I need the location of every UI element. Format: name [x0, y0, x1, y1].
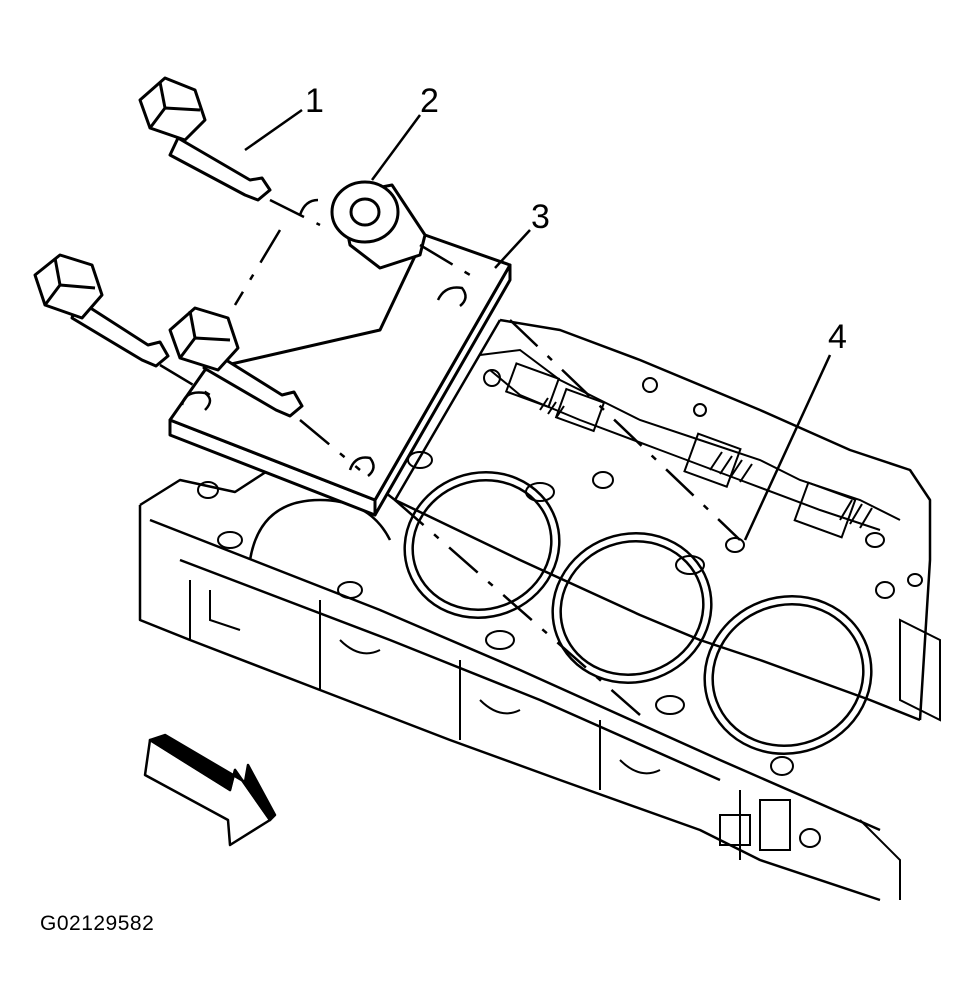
callout-3: 3: [531, 198, 550, 236]
callout-1: 1: [305, 82, 324, 120]
engine-valley: [480, 350, 900, 537]
bolt-left: [35, 255, 168, 366]
spacer: [332, 182, 425, 268]
front-direction-arrow-icon: [145, 735, 275, 845]
callout-2: 2: [420, 82, 439, 120]
lower-block-webs: [190, 580, 940, 900]
deck-holes: [198, 452, 922, 847]
plate-slots: [182, 200, 466, 476]
cylinder-bores: [250, 451, 894, 777]
alignment-lines: [160, 200, 740, 715]
callout-4: 4: [828, 318, 847, 356]
leader-lines: [245, 110, 830, 540]
figure-id: G02129582: [40, 912, 155, 935]
bolt-upper: [140, 78, 270, 200]
tool-plate: [170, 235, 510, 515]
bolt-center: [170, 308, 302, 416]
